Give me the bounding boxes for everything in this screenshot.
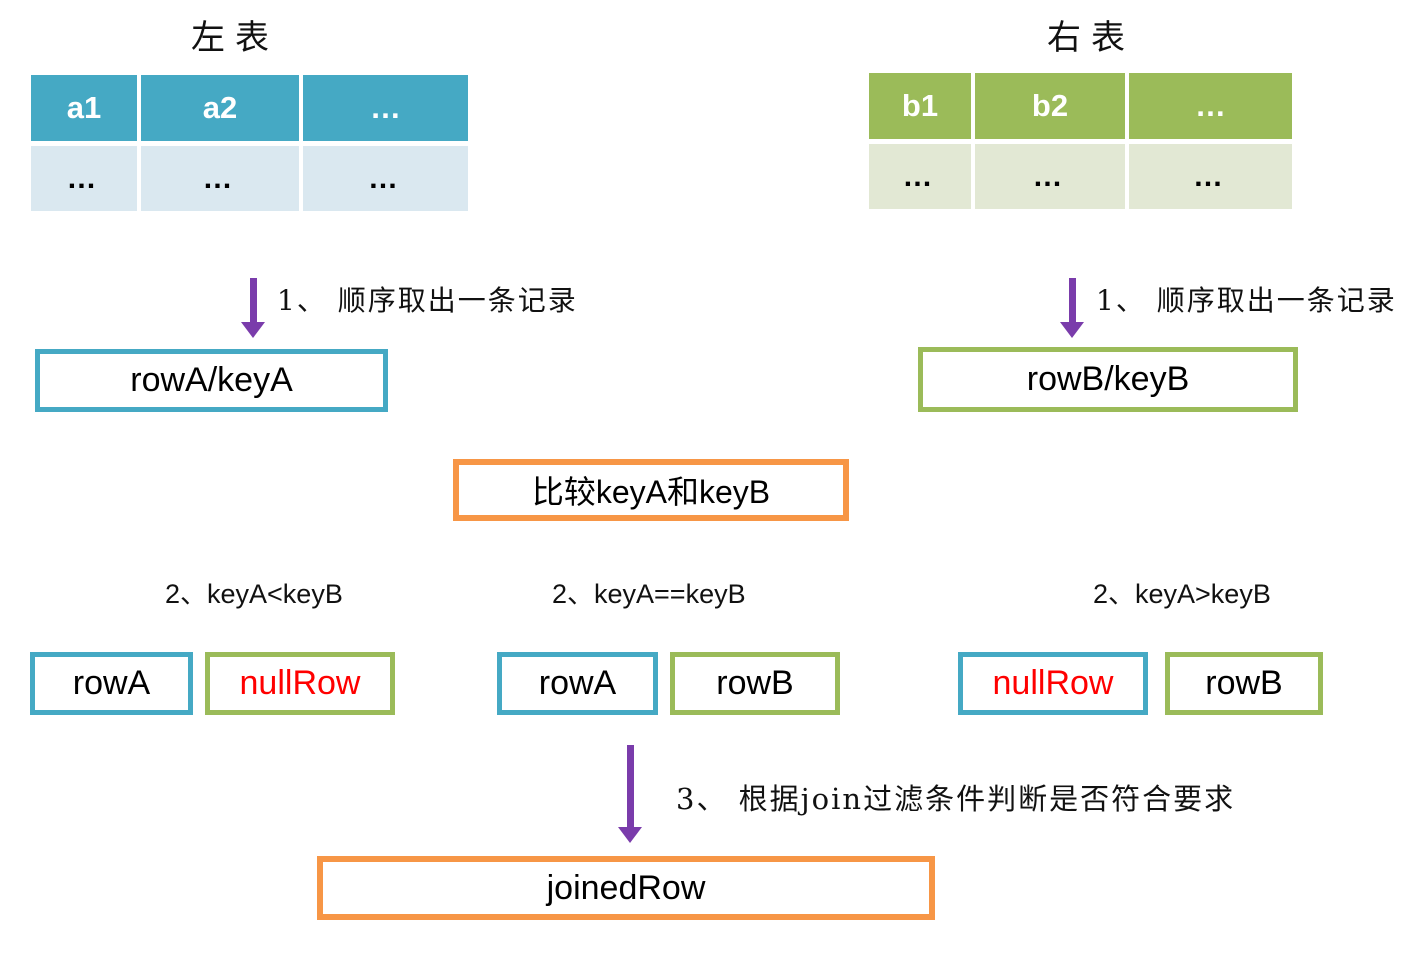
arrow-head [1060,322,1084,338]
left-table: a1 a2 … … … … [31,75,468,211]
header-cell: a1 [31,75,137,141]
condition-keyA-lt-keyB: 2、keyA<keyB [165,579,343,609]
condition-keyA-gt-keyB: 2、keyA>keyB [1093,579,1271,609]
data-cell: … [31,146,137,211]
data-cell: … [975,144,1125,209]
compare-keys-box: 比较keyA和keyB [453,459,849,521]
arrow-shaft [249,278,257,322]
data-cell: … [141,146,299,211]
right-table-data-row: … … … [869,144,1292,209]
down-arrow-icon [618,745,642,843]
rowA-keyA-box: rowA/keyA [35,349,388,412]
eq-rowB-box: rowB [670,652,840,715]
header-cell: b1 [869,73,971,139]
left-table-title: 左表 [191,18,279,58]
eq-rowA-box: rowA [497,652,658,715]
right-table: b1 b2 … … … … [869,73,1292,209]
header-cell: a2 [141,75,299,141]
lt-nullRow-box: nullRow [205,652,395,715]
down-arrow-icon [241,278,265,338]
data-cell: … [303,146,468,211]
condition-keyA-eq-keyB: 2、keyA==keyB [552,579,746,609]
header-cell: b2 [975,73,1125,139]
lt-rowA-box: rowA [30,652,193,715]
data-cell: … [1129,144,1292,209]
data-cell: … [869,144,971,209]
left-table-header-row: a1 a2 … [31,75,468,141]
joined-row-box: joinedRow [317,856,935,920]
header-cell: … [303,75,468,141]
arrow-head [618,827,642,843]
right-table-header-row: b1 b2 … [869,73,1292,139]
gt-nullRow-box: nullRow [958,652,1148,715]
down-arrow-icon [1060,278,1084,338]
rowB-keyB-box: rowB/keyB [918,347,1298,412]
arrow-shaft [626,745,634,827]
left-table-data-row: … … … [31,146,468,211]
header-cell: … [1129,73,1292,139]
gt-rowB-box: rowB [1165,652,1323,715]
arrow-shaft [1068,278,1076,322]
step3-label: 3、 根据join过滤条件判断是否符合要求 [676,782,1236,816]
step1-left-label: 1、 顺序取出一条记录 [277,284,578,317]
step1-right-label: 1、 顺序取出一条记录 [1096,284,1397,317]
right-table-title: 右表 [1047,18,1135,58]
arrow-head [241,322,265,338]
